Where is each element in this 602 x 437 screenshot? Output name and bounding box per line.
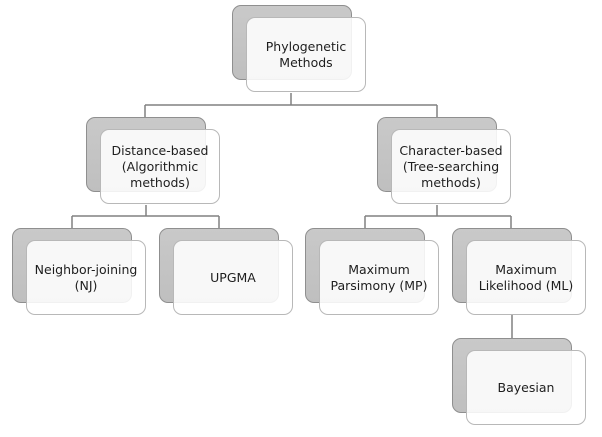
node-label: Phylogenetic Methods: [265, 38, 347, 70]
node-label: Neighbor-joining (NJ): [34, 261, 138, 293]
node-phylogenetic-methods: Phylogenetic Methods: [232, 5, 366, 93]
node-distance-based: Distance-based (Algorithmic methods): [86, 117, 220, 205]
node-box: Character-based (Tree-searching methods): [391, 129, 511, 204]
node-box: Phylogenetic Methods: [246, 17, 366, 92]
node-box: Maximum Parsimony (MP): [319, 240, 439, 315]
node-box: Distance-based (Algorithmic methods): [100, 129, 220, 204]
node-box: UPGMA: [173, 240, 293, 315]
node-label: Maximum Parsimony (MP): [330, 261, 428, 293]
node-box: Bayesian: [466, 350, 586, 425]
node-label: Distance-based (Algorithmic methods): [111, 142, 209, 190]
node-maximum-parsimony: Maximum Parsimony (MP): [305, 228, 439, 316]
node-label: Bayesian: [497, 379, 555, 395]
node-box: Neighbor-joining (NJ): [26, 240, 146, 315]
node-bayesian: Bayesian: [452, 338, 586, 426]
node-label: Character-based (Tree-searching methods): [399, 142, 503, 190]
node-label: UPGMA: [210, 269, 256, 285]
node-upgma: UPGMA: [159, 228, 293, 316]
node-label: Maximum Likelihood (ML): [478, 261, 574, 293]
node-maximum-likelihood: Maximum Likelihood (ML): [452, 228, 586, 316]
node-neighbor-joining: Neighbor-joining (NJ): [12, 228, 146, 316]
node-box: Maximum Likelihood (ML): [466, 240, 586, 315]
node-character-based: Character-based (Tree-searching methods): [377, 117, 511, 205]
